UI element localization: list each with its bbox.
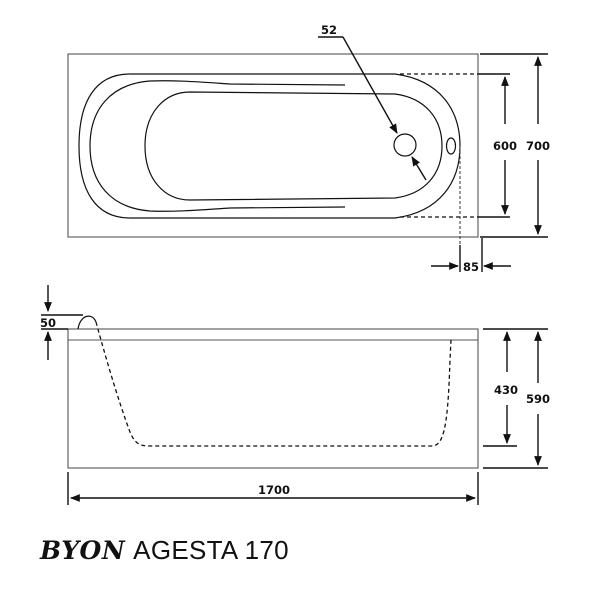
side-view-inner-profile [95, 321, 452, 447]
top-view-outer-bowl-contour [78, 73, 461, 219]
inner-width-label: 600 [493, 139, 517, 153]
inner-depth-label: 430 [494, 383, 518, 397]
drain-hole [393, 133, 417, 157]
rim-height-label: 50 [40, 316, 56, 330]
top-view-outer-rim [67, 53, 479, 238]
drain-leader-arrow [342, 36, 398, 134]
total-height-label: 590 [526, 392, 550, 406]
outer-width-label: 700 [526, 139, 550, 153]
product-title: BYON AGESTA 170 [40, 535, 289, 571]
model-name: AGESTA 170 [133, 535, 289, 565]
overflow-hole [445, 137, 457, 155]
top-view: 52 600 700 85 [67, 23, 550, 274]
top-view-backrest-contour [89, 80, 346, 212]
overflow-offset-label: 85 [463, 260, 479, 274]
side-view-backrest-hump [77, 315, 97, 330]
top-view-inner-basin [144, 91, 443, 201]
length-label: 1700 [258, 483, 290, 497]
brand-logo: BYON [40, 536, 126, 565]
drain-inner-arrow [411, 156, 427, 181]
drain-diameter-label: 52 [321, 23, 337, 37]
side-view-body [67, 328, 479, 469]
side-view: 50 430 590 1700 [40, 285, 550, 505]
